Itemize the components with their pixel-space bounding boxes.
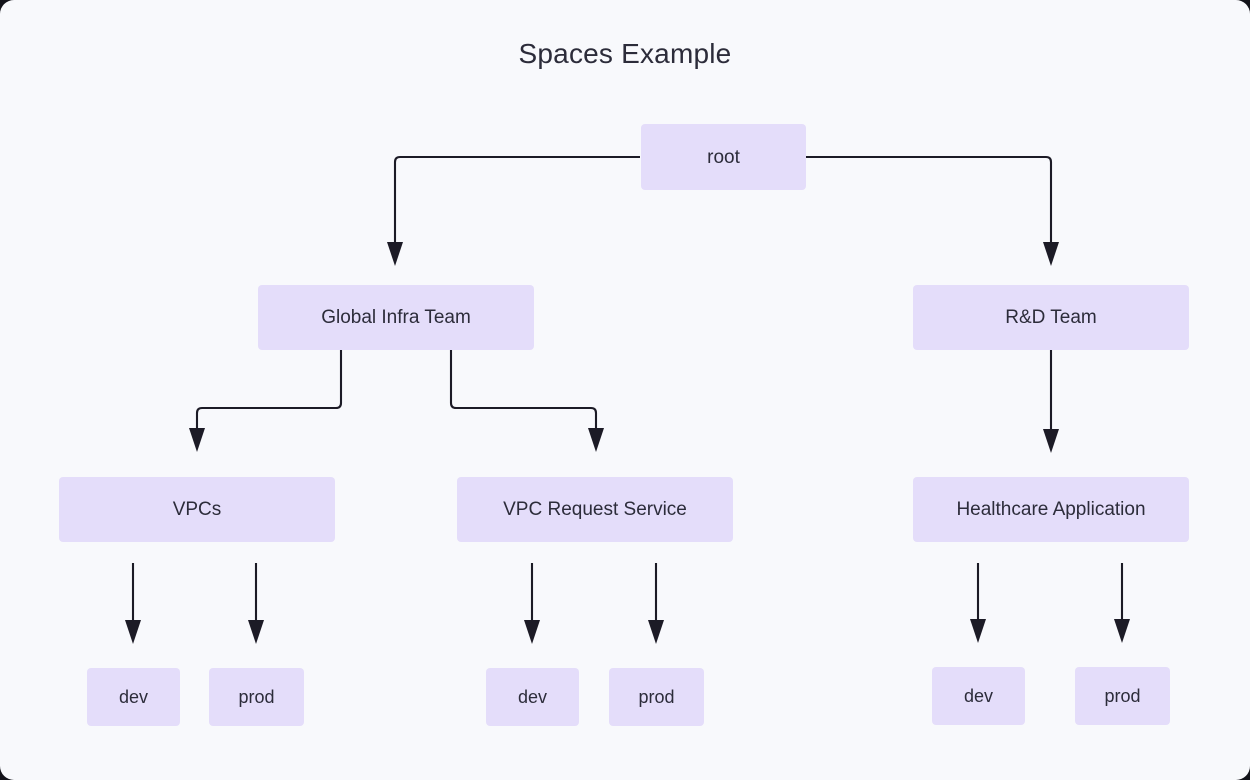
node-vpc-request-service[interactable]: VPC Request Service bbox=[457, 477, 733, 542]
node-vrs-dev-label: dev bbox=[517, 687, 548, 707]
edge-root-to-rnd-team bbox=[806, 155, 1053, 246]
node-healthcare-application[interactable]: Healthcare Application bbox=[913, 477, 1189, 542]
node-vpc-request-service-label: VPC Request Service bbox=[503, 499, 687, 520]
node-root-label: root bbox=[707, 146, 740, 168]
node-root[interactable]: root bbox=[641, 124, 806, 190]
arrowhead-healthcare-application bbox=[1043, 429, 1059, 453]
edge-global-infra-team-to-vpc-request-service bbox=[449, 350, 598, 428]
arrowhead-rnd-team bbox=[1043, 242, 1059, 266]
node-healthcare-application-prod[interactable]: prod bbox=[1075, 667, 1170, 725]
node-vpc-request-service-prod[interactable]: prod bbox=[609, 668, 704, 726]
node-global-infra-team[interactable]: Global Infra Team bbox=[258, 285, 534, 350]
node-vpcs-dev-label: dev bbox=[118, 687, 149, 707]
node-vpcs[interactable]: VPCs bbox=[59, 477, 335, 542]
arrowhead-vrs-dev bbox=[524, 620, 540, 644]
page-title: Spaces Example bbox=[518, 38, 732, 69]
arrowhead-vpcs-prod bbox=[248, 620, 264, 644]
arrowhead-health-prod bbox=[1114, 619, 1130, 643]
arrowhead-health-dev bbox=[970, 619, 986, 643]
node-vpcs-prod[interactable]: prod bbox=[209, 668, 304, 726]
arrowhead-global-infra-team bbox=[387, 242, 403, 266]
node-vpcs-prod-label: prod bbox=[238, 687, 275, 707]
arrowhead-vpcs-dev bbox=[125, 620, 141, 644]
node-health-dev-label: dev bbox=[963, 686, 994, 706]
node-rnd-team[interactable]: R&D Team bbox=[913, 285, 1189, 350]
node-vpcs-dev[interactable]: dev bbox=[87, 668, 180, 726]
node-vrs-prod-label: prod bbox=[638, 687, 675, 707]
arrowhead-vrs-prod bbox=[648, 620, 664, 644]
node-vpcs-label: VPCs bbox=[172, 499, 222, 520]
node-health-prod-label: prod bbox=[1104, 686, 1141, 706]
node-global-infra-team-label: Global Infra Team bbox=[321, 307, 471, 328]
edge-global-infra-team-to-vpcs bbox=[195, 350, 343, 428]
node-healthcare-application-label: Healthcare Application bbox=[956, 499, 1146, 520]
arrowhead-vpcs bbox=[189, 428, 205, 452]
node-rnd-team-label: R&D Team bbox=[1005, 307, 1097, 328]
edge-root-to-global-infra-team bbox=[393, 155, 640, 246]
node-vpc-request-service-dev[interactable]: dev bbox=[486, 668, 579, 726]
arrowhead-vpc-request-service bbox=[588, 428, 604, 452]
node-healthcare-application-dev[interactable]: dev bbox=[932, 667, 1025, 725]
